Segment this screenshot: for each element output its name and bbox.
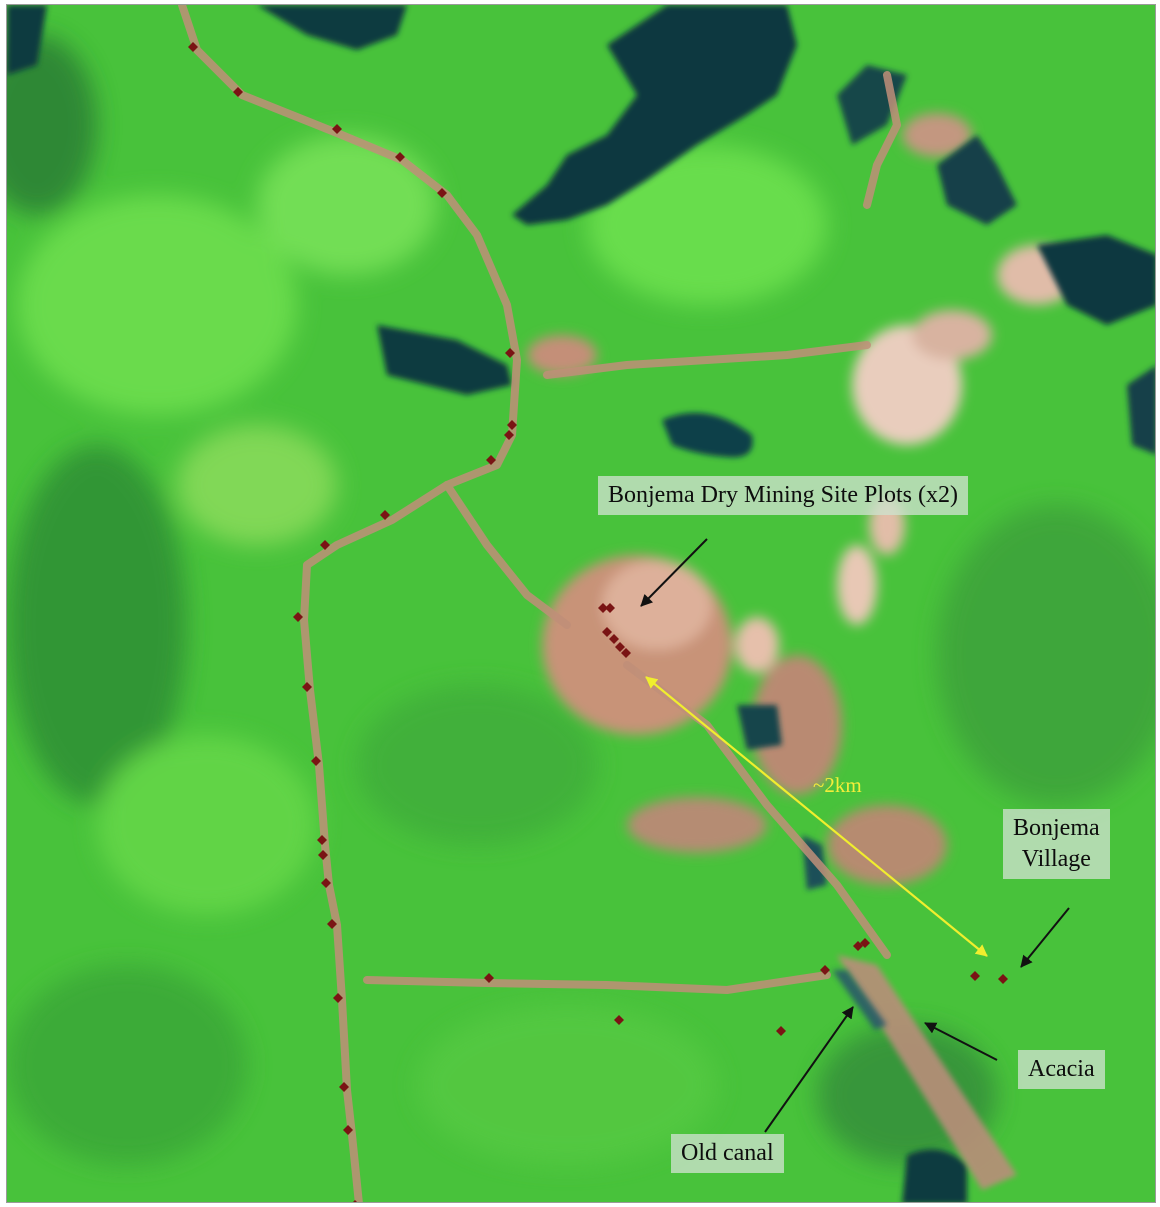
old-canal xyxy=(832,970,887,1030)
mining-site-pointer-arrow xyxy=(640,538,708,607)
diamond-point-icon xyxy=(605,603,615,613)
diamond-point-icon xyxy=(233,87,243,97)
acacia-pointer-arrow xyxy=(924,1022,998,1061)
diamond-point-icon xyxy=(353,1200,357,1202)
diamond-point-icon xyxy=(327,919,337,929)
diamond-point-icon xyxy=(820,965,830,975)
diamond-point-icon xyxy=(484,973,494,983)
diamond-point-icon xyxy=(507,420,517,430)
diamond-point-icon xyxy=(395,152,405,162)
diamond-point-icon xyxy=(486,455,496,465)
diamond-point-icon xyxy=(188,42,198,52)
mining-site-label: Bonjema Dry Mining Site Plots (x2) xyxy=(598,476,968,515)
diamond-point-icon xyxy=(437,188,447,198)
village-label: Bonjema Village xyxy=(1003,809,1110,879)
satellite-map: Bonjema Dry Mining Site Plots (x2) Bonje… xyxy=(6,4,1156,1203)
acacia-strip xyxy=(837,955,1017,1190)
diamond-point-icon xyxy=(602,627,612,637)
diamond-point-icon xyxy=(343,1125,353,1135)
distance-arrow xyxy=(645,676,988,957)
vegetation-texture xyxy=(7,35,1155,1165)
diamond-point-icon xyxy=(380,510,390,520)
diamond-point-icon xyxy=(614,1015,624,1025)
village-pointer-arrow xyxy=(1020,907,1070,968)
diamond-point-icon xyxy=(970,971,980,981)
diamond-point-icon xyxy=(998,974,1008,984)
old-canal-pointer-arrow xyxy=(764,1006,854,1133)
diamond-point-icon xyxy=(505,348,515,358)
diamond-point-icon xyxy=(609,634,619,644)
map-canvas xyxy=(7,5,1155,1202)
diamond-point-icon xyxy=(318,850,328,860)
diamond-point-icon xyxy=(321,878,331,888)
acacia-label: Acacia xyxy=(1018,1050,1105,1089)
diamond-point-icon xyxy=(339,1082,349,1092)
diamond-point-icon xyxy=(621,648,631,658)
diamond-point-icon xyxy=(333,993,343,1003)
distance-label: ~2km xyxy=(813,773,862,797)
diamond-point-icon xyxy=(320,540,330,550)
diamond-point-icon xyxy=(293,612,303,622)
diamond-point-icon xyxy=(598,603,608,613)
diamond-point-icon xyxy=(504,430,514,440)
diamond-point-icon xyxy=(332,124,342,134)
diamond-point-icon xyxy=(776,1026,786,1036)
diamond-point-icon xyxy=(311,756,321,766)
diamond-point-icon xyxy=(317,835,327,845)
diamond-point-icon xyxy=(615,642,625,652)
diamond-point-icon xyxy=(302,682,312,692)
old-canal-label: Old canal xyxy=(671,1134,784,1173)
